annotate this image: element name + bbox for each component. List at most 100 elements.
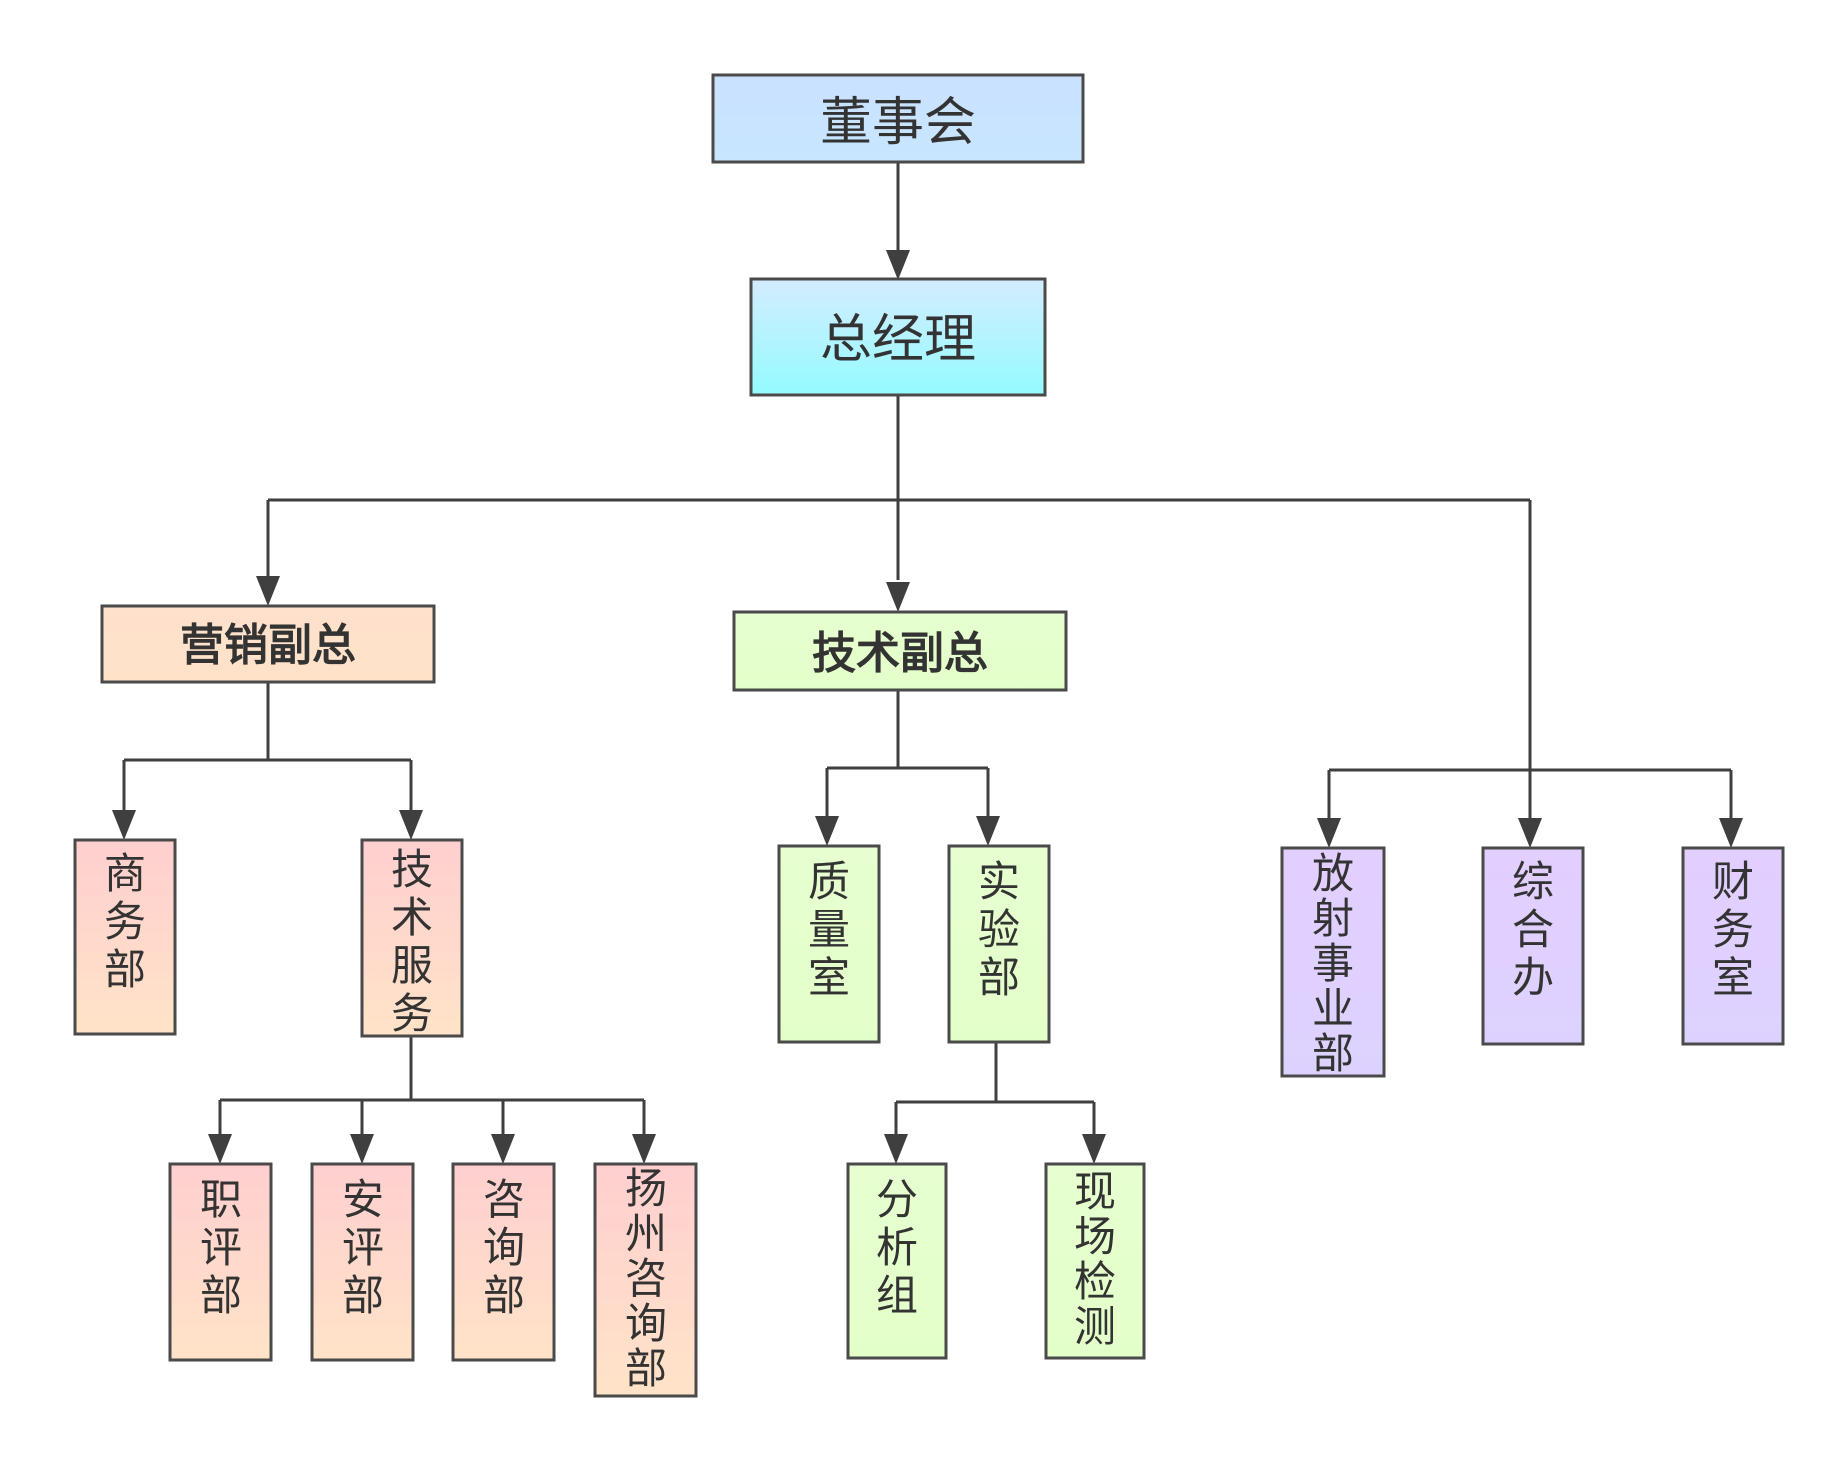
node-tech-service: 技术服务 xyxy=(360,838,464,1038)
arrowhead-yangzhou-consulting-dept xyxy=(632,1134,656,1164)
vertical-label-character: 职 xyxy=(200,1175,242,1224)
node-business-dept-box xyxy=(73,838,177,1036)
node-onsite-testing: 现场检测 xyxy=(1044,1162,1146,1360)
node-lab-dept-label: 实验部 xyxy=(978,857,1020,1002)
arrowhead-business-dept xyxy=(112,810,136,840)
node-marketing-vp-box xyxy=(100,604,436,684)
vertical-label-character: 业 xyxy=(1312,984,1354,1033)
arrowhead-marketing-vp xyxy=(256,576,280,606)
arrowhead-analysis-group xyxy=(884,1134,908,1164)
vertical-label-character: 技 xyxy=(391,845,433,894)
vertical-label-character: 综 xyxy=(1512,857,1554,906)
arrowhead-occupational-dept xyxy=(208,1134,232,1164)
vertical-label-character: 析 xyxy=(876,1223,918,1272)
vertical-label-character: 询 xyxy=(483,1223,525,1272)
vertical-label-character: 射 xyxy=(1312,894,1354,943)
node-general-manager-box xyxy=(749,277,1047,397)
node-general-office: 综合办 xyxy=(1481,846,1585,1046)
vertical-label-character: 室 xyxy=(808,953,850,1002)
node-analysis-group-box xyxy=(846,1162,948,1360)
node-general-manager-label: 总经理 xyxy=(820,310,976,370)
vertical-label-character: 务 xyxy=(391,989,433,1038)
vertical-label-character: 质 xyxy=(808,857,850,906)
vertical-label-character: 评 xyxy=(200,1223,242,1272)
node-finance-room: 财务室 xyxy=(1681,846,1785,1046)
vertical-label-character: 务 xyxy=(1712,905,1754,954)
node-consulting-dept-box xyxy=(451,1162,556,1362)
arrowhead-safety-dept xyxy=(350,1134,374,1164)
node-quality-room: 质量室 xyxy=(777,844,881,1044)
node-radiation-dept-box xyxy=(1280,846,1386,1078)
vertical-label-character: 服 xyxy=(391,941,433,990)
arrowhead-lab-dept xyxy=(976,816,1000,846)
vertical-label-character: 部 xyxy=(342,1271,384,1320)
vertical-label-character: 检 xyxy=(1074,1257,1116,1306)
node-onsite-testing-box xyxy=(1044,1162,1146,1360)
node-consulting-dept: 咨询部 xyxy=(451,1162,556,1362)
vertical-label-character: 测 xyxy=(1074,1302,1116,1351)
node-tech-vp: 技术副总 xyxy=(732,610,1068,692)
vertical-label-character: 事 xyxy=(1312,939,1354,988)
node-radiation-dept: 放射事业部 xyxy=(1280,846,1386,1078)
node-safety-dept-box xyxy=(310,1162,415,1362)
node-yangzhou-consulting-dept-box xyxy=(593,1162,698,1398)
node-finance-room-box xyxy=(1681,846,1785,1046)
node-safety-dept: 安评部 xyxy=(310,1162,415,1362)
node-board-box xyxy=(711,73,1085,164)
node-lab-dept-box xyxy=(947,844,1051,1044)
vertical-label-character: 量 xyxy=(808,905,850,954)
node-analysis-group-label: 分析组 xyxy=(876,1175,918,1320)
vertical-label-character: 部 xyxy=(200,1271,242,1320)
node-tech-service-box xyxy=(360,838,464,1038)
arrowhead-general-manager xyxy=(886,250,910,280)
arrowhead-general-office xyxy=(1518,818,1542,848)
node-tech-service-label: 技术服务 xyxy=(391,845,433,1038)
node-safety-dept-label: 安评部 xyxy=(342,1175,384,1320)
vertical-label-character: 部 xyxy=(1312,1029,1354,1078)
node-board: 董事会 xyxy=(711,73,1085,164)
vertical-label-character: 部 xyxy=(483,1271,525,1320)
node-radiation-dept-label: 放射事业部 xyxy=(1312,849,1354,1078)
node-yangzhou-consulting-dept: 扬州咨询部 xyxy=(593,1162,698,1398)
chart-nodes: 董事会 总经理 营销副总 技术副总 商务部 技术服务 质量室 实 xyxy=(73,73,1785,1398)
vertical-label-character: 部 xyxy=(978,953,1020,1002)
node-quality-room-label: 质量室 xyxy=(808,857,850,1002)
arrowhead-quality-room xyxy=(815,816,839,846)
node-board-label: 董事会 xyxy=(820,93,976,153)
node-marketing-vp: 营销副总 xyxy=(100,604,436,684)
node-finance-room-label: 财务室 xyxy=(1712,857,1754,1002)
vertical-label-character: 验 xyxy=(978,905,1020,954)
arrowhead-finance-room xyxy=(1719,818,1743,848)
node-occupational-dept-label: 职评部 xyxy=(200,1175,242,1320)
vertical-label-character: 合 xyxy=(1512,905,1554,954)
vertical-label-character: 评 xyxy=(342,1223,384,1272)
arrowhead-tech-vp xyxy=(886,582,910,612)
node-general-office-label: 综合办 xyxy=(1512,857,1554,1002)
arrowhead-consulting-dept xyxy=(491,1134,515,1164)
vertical-label-character: 商 xyxy=(104,849,146,898)
node-occupational-dept-box xyxy=(168,1162,273,1362)
arrowhead-tech-service xyxy=(399,810,423,840)
vertical-label-character: 实 xyxy=(978,857,1020,906)
arrowhead-radiation-dept xyxy=(1317,818,1341,848)
vertical-label-character: 分 xyxy=(876,1175,918,1224)
node-business-dept-label: 商务部 xyxy=(104,849,146,994)
node-tech-vp-box xyxy=(732,610,1068,692)
vertical-label-character: 扬 xyxy=(625,1164,667,1213)
node-occupational-dept: 职评部 xyxy=(168,1162,273,1362)
vertical-label-character: 财 xyxy=(1712,857,1754,906)
node-onsite-testing-label: 现场检测 xyxy=(1074,1167,1116,1351)
node-analysis-group: 分析组 xyxy=(846,1162,948,1360)
node-general-office-box xyxy=(1481,846,1585,1046)
node-consulting-dept-label: 咨询部 xyxy=(483,1175,525,1320)
vertical-label-character: 现 xyxy=(1074,1167,1116,1216)
vertical-label-character: 室 xyxy=(1712,953,1754,1002)
node-lab-dept: 实验部 xyxy=(947,844,1051,1044)
vertical-label-character: 安 xyxy=(342,1175,384,1224)
vertical-label-character: 咨 xyxy=(483,1175,525,1224)
vertical-label-character: 术 xyxy=(391,893,433,942)
vertical-label-character: 询 xyxy=(625,1299,667,1348)
vertical-label-character: 州 xyxy=(625,1209,667,1258)
vertical-label-character: 部 xyxy=(625,1344,667,1393)
